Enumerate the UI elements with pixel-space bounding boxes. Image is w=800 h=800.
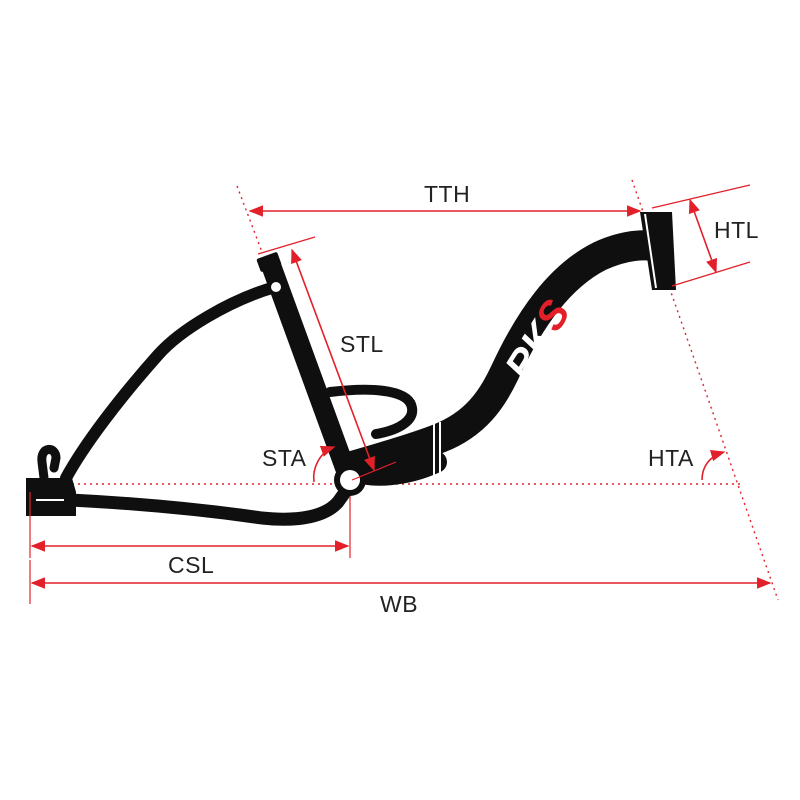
seat-clamp — [256, 252, 282, 272]
stl-extension-top — [257, 236, 316, 255]
sta-angle-arc — [312, 445, 336, 483]
htl-extension-top — [651, 184, 751, 209]
wb-label: WB — [380, 591, 418, 617]
tth-label: TTH — [424, 181, 470, 207]
htl-label: HTL — [714, 217, 759, 243]
stl-label: STL — [340, 331, 384, 357]
stl-dimension — [291, 248, 375, 472]
head-tube-highlight — [644, 213, 657, 289]
down-tube-lower — [341, 451, 447, 486]
htl-dimension — [688, 198, 718, 274]
htl-extension-bottom — [671, 261, 751, 287]
seat-stay — [60, 281, 281, 484]
bottom-bracket-hole — [340, 470, 360, 490]
rear-dropout — [26, 478, 76, 516]
dimension-lines — [29, 184, 772, 604]
down-tube-band — [433, 422, 441, 480]
chain-stay — [63, 481, 355, 526]
seat-tube-gusset — [325, 384, 418, 439]
head-axis-guide — [631, 179, 779, 601]
down-tube — [337, 230, 670, 481]
seat-tube — [262, 258, 355, 478]
dropout-hook — [37, 445, 61, 483]
csl-label: CSL — [168, 552, 214, 578]
seat-axis-upper-guide — [236, 185, 263, 253]
sta-label: STA — [262, 445, 307, 471]
hta-angle-arc — [701, 450, 726, 481]
head-tube — [640, 212, 676, 290]
seat-stay-bridge-bolt — [271, 282, 281, 292]
hta-label: HTA — [648, 445, 694, 471]
dimension-labels: TTH HTL STL STA HTA CSL WB — [168, 181, 759, 617]
bike-frame — [26, 212, 676, 526]
